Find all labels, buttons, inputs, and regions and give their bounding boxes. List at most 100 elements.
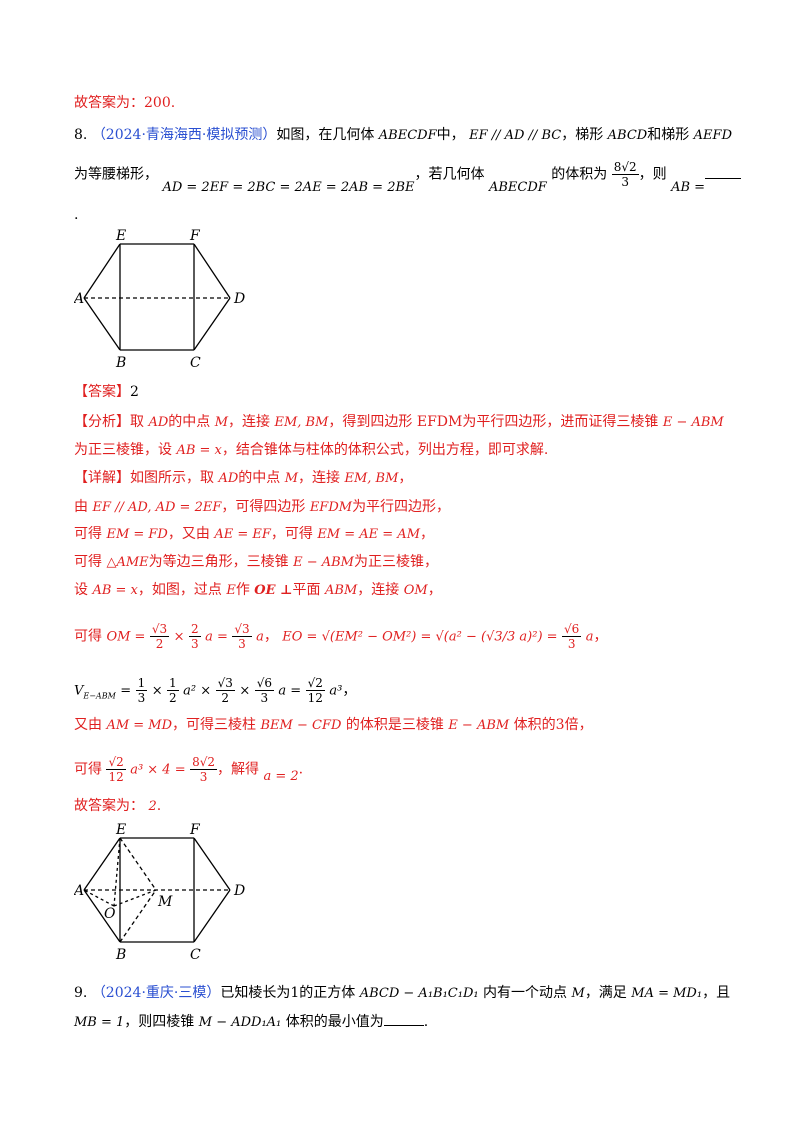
text: 为等边三角形，三棱锥 [148,554,289,570]
label-A: A [74,291,84,307]
text: ，解得 [216,761,259,778]
analysis-tag: 【分析】 [74,414,130,430]
text: 可得 [74,526,102,542]
text: . [423,1014,429,1030]
question-8-line-2: 为等腰梯形， AD = 2EF = 2BC = 2AE = 2AB = 2BE，… [74,160,742,195]
text: 如图所示，取 [130,470,214,486]
text: . [156,798,162,814]
text: ，连接 [298,470,341,486]
math: × [173,629,185,645]
math: OM [403,583,428,598]
math: ABCD − A₁B₁C₁D₁ [359,986,479,1001]
math: ABECDF [488,179,547,195]
math: AB = x [176,443,222,458]
math: a³ × 4 = [130,762,186,778]
text: ，梯形 [561,127,604,143]
text: ， [593,628,608,645]
math: M − ADD₁A₁ [198,1015,282,1030]
text: ，结合锥体与柱体的体积公式，列出方程，即可求解. [221,442,549,458]
detail-tag: 【详解】 [74,470,130,486]
text: 如图，在几何体 [276,127,375,143]
question-number: 9. [74,985,88,1001]
math: EF // AD // BC [469,128,562,143]
question-source: （2024·青海海西·模拟预测） [91,127,277,143]
math: OE ⊥ [254,583,293,598]
math: a = [205,629,228,645]
text: 为正三棱锥， [354,554,438,570]
analysis-line-1: 【分析】取 AD的中点 M，连接 EM, BM，得到四边形 EFDM为平行四边形… [74,411,724,434]
analysis-line-2: 为正三棱锥，设 AB = x，结合锥体与柱体的体积公式，列出方程，即可求解. [74,439,548,462]
text: 可得 [74,554,102,570]
label-E: E [115,228,126,244]
math: EFDM [416,414,463,430]
math: E − ABM [448,718,510,733]
question-9-line-1: 9. （2024·重庆·三模）已知棱长为1的正方体 ABCD − A₁B₁C₁D… [74,982,730,1005]
math: EM = FD [106,527,168,542]
label-A: A [74,883,84,899]
text: ，则 [638,166,667,183]
label-C: C [190,947,201,963]
math: E [226,583,236,598]
math: ABECDF [378,128,437,143]
text: ，可得三棱柱 [172,717,257,733]
figure-1: E F A D B C [74,228,245,371]
text: 的中点 [238,470,281,486]
figure-2: E F A D B C O M [74,822,245,963]
label-B: B [115,355,126,371]
math: M [284,471,299,486]
math: = [120,683,132,699]
math: MB = 1 [74,1015,125,1030]
text: ， [427,582,442,598]
detail-line-8: 又由 AM = MD，可得三棱柱 BEM − CFD 的体积是三棱锥 E − A… [74,714,593,737]
text: 作 [235,582,250,598]
label-O: O [104,906,116,922]
label-C: C [190,355,201,371]
math: EF // AD, AD = 2EF [92,500,222,515]
text: 和梯形 [647,127,690,143]
detail-line-4: 可得 △AME为等边三角形，三棱锥 E − ABM为正三棱锥， [74,551,438,574]
label-D: D [233,291,245,307]
math: a = 2 [263,768,299,784]
math: EM, BM [344,471,399,486]
math: M [571,986,585,1001]
text: ，可得四边形 [221,499,306,515]
text: 的中点 [168,414,211,430]
answer-blank[interactable] [705,164,742,179]
math: a [256,629,264,645]
text: ， [342,682,357,699]
answer-line: 【答案】2 [74,381,139,403]
text: ， [398,470,413,486]
text: 为正三棱锥，设 [74,442,172,458]
question-8-line-3: . [74,207,79,223]
math: AD [218,471,239,486]
math: E − ABM [293,555,354,570]
text: 可得 [74,628,102,645]
math: a² × [183,683,212,699]
math: V [74,683,84,699]
text: 由 [74,499,88,515]
text: ，满足 [584,985,627,1001]
detail-line-3: 可得 EM = FD，又由 AE = EF，可得 EM = AE = AM， [74,523,434,546]
math: AEFD [693,128,732,143]
detail-line-1: 【详解】如图所示，取 AD的中点 M，连接 EM, BM， [74,467,412,490]
math: a = [278,683,302,699]
math: AB = x [92,583,138,598]
text: ，又由 [167,526,210,542]
answer-value: 2 [130,384,139,400]
text: ，如图，过点 [137,582,222,598]
text: 为平行四边形， [352,499,451,515]
text: 故答案为： [74,798,144,814]
question-number: 8. [74,127,88,143]
math: × [239,683,251,699]
math: M [214,415,229,430]
answer-tag: 【答案】 [74,384,130,400]
math: BEM − CFD [260,718,342,733]
math: △AME [106,555,149,570]
answer-blank[interactable] [383,1011,424,1026]
